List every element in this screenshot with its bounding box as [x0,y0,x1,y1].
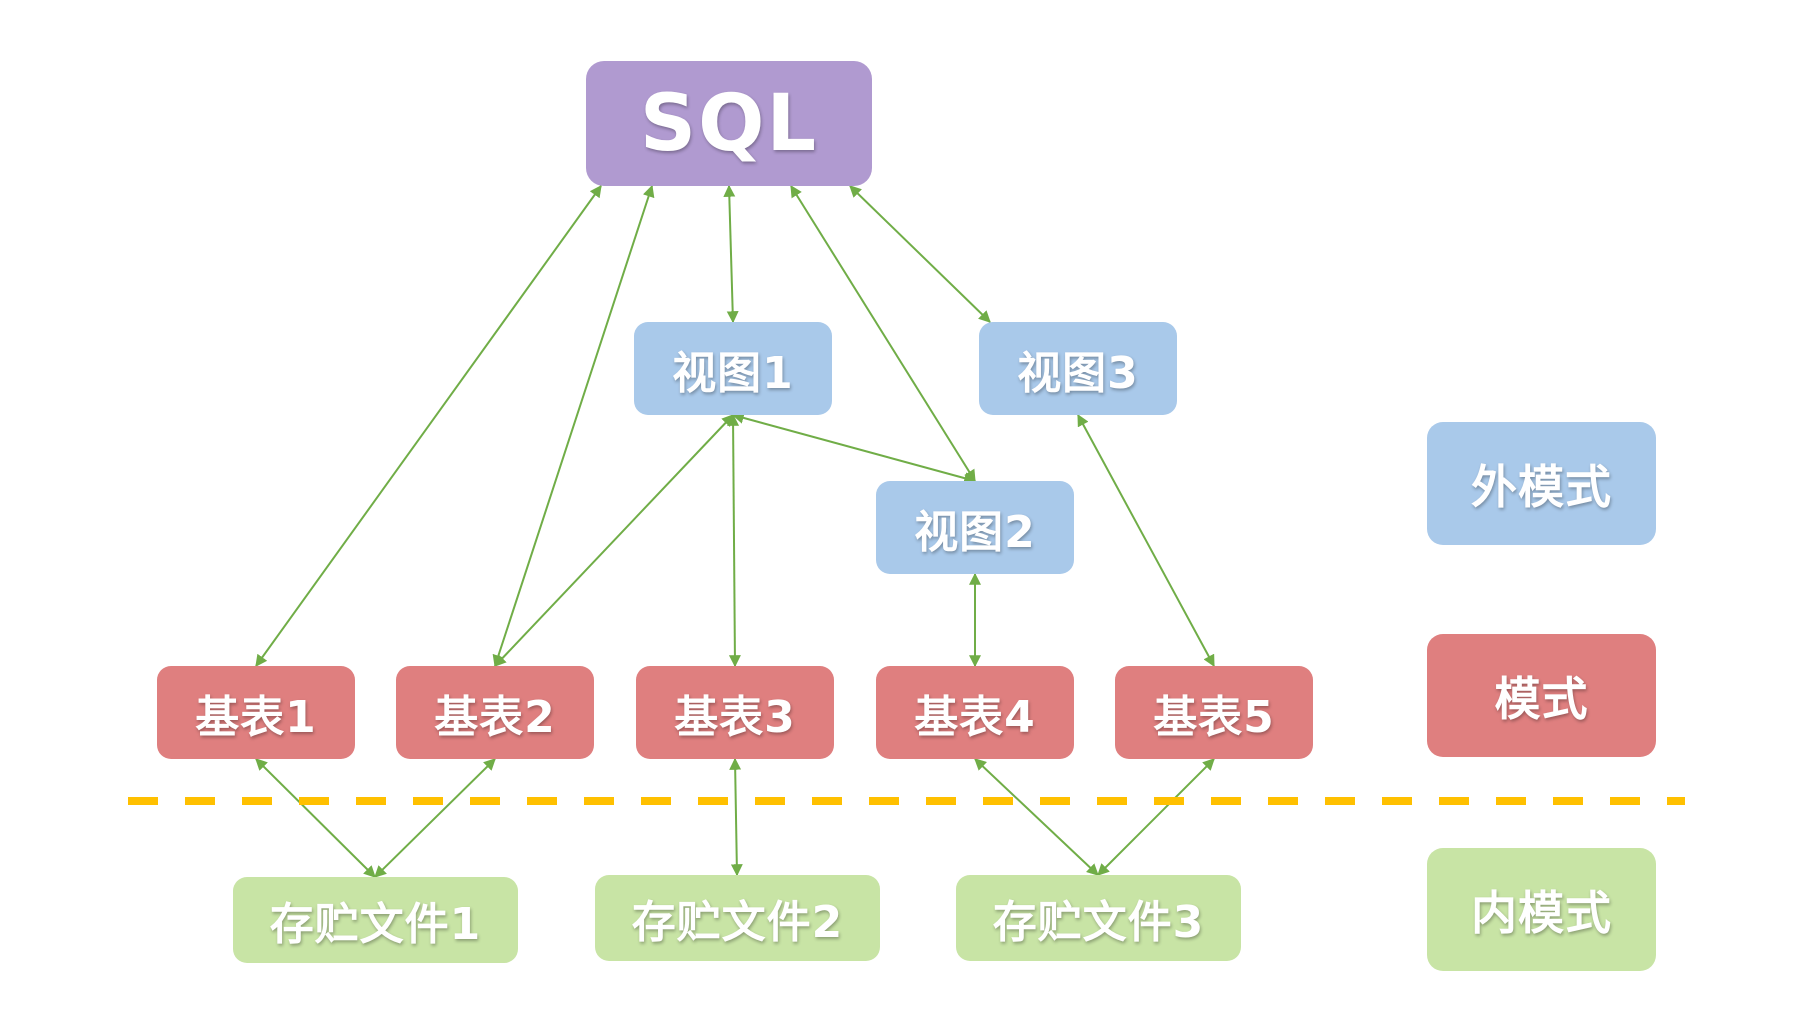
base-table-1-node: 基表1 [157,666,355,759]
sql-node: SQL [586,61,872,186]
view-3-node: 视图3 [979,322,1177,415]
edge-view1-table3 [727,413,741,668]
edge-sql-view1 [723,184,739,324]
legend-internal-schema: 内模式 [1427,848,1656,971]
edge-group [255,184,1215,878]
edge-table5-file3 [1097,758,1215,876]
edge-table2-file1 [374,758,496,878]
legend-external-schema: 外模式 [1427,422,1656,545]
storage-file-2-node: 存贮文件2 [595,875,880,961]
edge-table4-file3 [974,758,1099,876]
edge-sql-view3 [849,185,991,323]
view-1-node: 视图1 [634,322,832,415]
edge-table3-file2 [729,757,743,877]
base-table-4-node: 基表4 [876,666,1074,759]
edge-sql-table2 [492,184,655,668]
storage-file-1-node: 存贮文件1 [233,877,518,963]
base-table-5-node: 基表5 [1115,666,1313,759]
edge-view3-table5 [1077,413,1215,668]
legend-schema: 模式 [1427,634,1656,757]
edge-view1-table2 [494,414,734,667]
edge-sql-table1 [255,185,602,667]
view-2-node: 视图2 [876,481,1074,574]
edge-table1-file1 [255,758,376,878]
storage-file-3-node: 存贮文件3 [956,875,1241,961]
base-table-2-node: 基表2 [396,666,594,759]
base-table-3-node: 基表3 [636,666,834,759]
edge-view1-view2 [731,412,977,484]
